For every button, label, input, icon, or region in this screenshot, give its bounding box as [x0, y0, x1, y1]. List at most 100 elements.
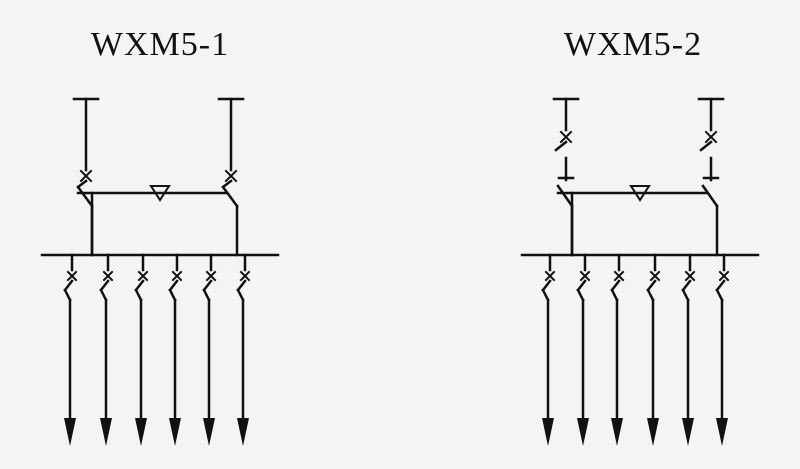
feeder-breaker-cross [137, 270, 149, 282]
switch-blade [554, 140, 568, 152]
bus-tie [76, 185, 229, 257]
feeder-breaker-cross [171, 270, 183, 282]
feeder-right-5 [681, 253, 696, 446]
cross-stroke [544, 270, 556, 282]
feeder-breaker-cross [544, 270, 556, 282]
feeder-arrow [237, 418, 249, 446]
feeder-arrow [682, 418, 694, 446]
cross-stroke [79, 169, 93, 183]
breaker-cross [224, 169, 238, 183]
tie-triangle-symbol [149, 185, 171, 202]
cross-stroke [224, 169, 238, 183]
feeder-breaker-cross [579, 270, 591, 282]
breaker-blade [221, 185, 239, 208]
feeder-breaker-blade [681, 288, 690, 302]
feeder-breaker-blade [541, 288, 550, 302]
feeder-breaker-blade [99, 279, 110, 292]
feeder-breaker-blade [715, 288, 724, 302]
feeder-right-6 [715, 253, 730, 446]
cross-stroke [171, 270, 183, 282]
feeder-breaker-blade [576, 279, 587, 292]
switch-cross [559, 130, 573, 144]
cross-stroke [684, 270, 696, 282]
incoming-left [552, 97, 580, 257]
feeder-breaker-blade [715, 279, 726, 292]
feeder-breaker-blade [168, 288, 177, 302]
feeder-breaker-blade [236, 288, 245, 302]
panel-title-wxm5-1: WXM5-1 [90, 26, 230, 63]
feeder-breaker-blade [168, 279, 179, 292]
feeder-right-2 [576, 253, 591, 446]
feeder-breaker-cross [205, 270, 217, 282]
incoming-right [697, 97, 725, 257]
feeder-left-1 [63, 253, 78, 446]
incoming-left [72, 97, 100, 257]
breaker-blade [221, 179, 233, 189]
cross-stroke [649, 270, 661, 282]
feeder-breaker-blade [236, 279, 247, 292]
incoming-right [217, 97, 245, 257]
tie-triangle-symbol [629, 185, 651, 202]
feeder-arrow [64, 418, 76, 446]
breaker-blade [701, 184, 719, 208]
feeder-breaker-blade [610, 279, 621, 292]
feeder-arrow [647, 418, 659, 446]
feeder-breaker-cross [239, 270, 251, 282]
feeder-breaker-blade [202, 288, 211, 302]
feeder-arrow [716, 418, 728, 446]
feeder-breaker-cross [684, 270, 696, 282]
cross-stroke [718, 270, 730, 282]
panel-right [520, 97, 760, 446]
switch-cross [704, 130, 718, 144]
feeder-breaker-blade [646, 279, 657, 292]
cross-stroke [66, 270, 78, 282]
feeder-breaker-cross [718, 270, 730, 282]
cross-stroke [137, 270, 149, 282]
cross-stroke [239, 270, 251, 282]
feeder-arrow [577, 418, 589, 446]
feeder-right-1 [541, 253, 556, 446]
feeder-breaker-blade [610, 288, 619, 302]
cross-stroke [704, 130, 718, 144]
feeder-breaker-blade [99, 288, 108, 302]
feeder-breaker-cross [649, 270, 661, 282]
feeder-breaker-blade [576, 288, 585, 302]
feeder-breaker-blade [541, 279, 552, 292]
feeder-left-3 [134, 253, 149, 446]
feeder-breaker-blade [63, 279, 74, 292]
feeder-right-3 [610, 253, 625, 446]
panel-left [40, 97, 280, 446]
cross-stroke [613, 270, 625, 282]
feeder-breaker-blade [134, 288, 143, 302]
feeder-breaker-blade [63, 288, 72, 302]
feeder-left-4 [168, 253, 183, 446]
feeder-breaker-cross [613, 270, 625, 282]
cross-stroke [579, 270, 591, 282]
feeder-arrow [203, 418, 215, 446]
feeder-left-6 [236, 253, 251, 446]
cross-stroke [205, 270, 217, 282]
bus-tie [556, 185, 709, 257]
feeder-arrow [169, 418, 181, 446]
feeder-left-5 [202, 253, 217, 446]
breaker-blade [76, 179, 88, 189]
feeder-breaker-blade [134, 279, 145, 292]
feeder-breaker-blade [681, 279, 692, 292]
switch-blade [699, 140, 713, 152]
feeder-right-4 [646, 253, 661, 446]
feeder-arrow [542, 418, 554, 446]
breaker-cross [79, 169, 93, 183]
feeder-breaker-blade [202, 279, 213, 292]
feeder-breaker-cross [102, 270, 114, 282]
feeder-arrow [611, 418, 623, 446]
feeder-left-2 [99, 253, 114, 446]
feeder-breaker-cross [66, 270, 78, 282]
feeder-arrow [135, 418, 147, 446]
cross-stroke [102, 270, 114, 282]
panel-title-wxm5-2: WXM5-2 [563, 26, 703, 63]
feeder-arrow [100, 418, 112, 446]
feeder-breaker-blade [646, 288, 655, 302]
breaker-blade [556, 184, 574, 208]
breaker-blade [76, 185, 94, 208]
